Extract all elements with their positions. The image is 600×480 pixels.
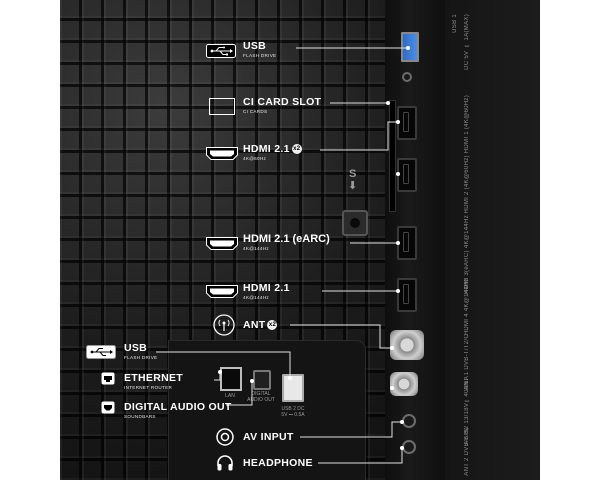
hdmi-earc-callout: HDMI 2.1 (eARC) 4K@144Hz bbox=[243, 233, 330, 251]
leader-usb-bottom bbox=[156, 351, 291, 378]
ethernet-title: ETHERNET bbox=[124, 372, 183, 384]
ant2-port bbox=[390, 372, 418, 396]
digital-audio-callout: DIGITAL AUDIO OUT SOUNDBARS bbox=[124, 401, 232, 419]
hdmi-icon bbox=[206, 285, 238, 298]
hdmi-earc-title: HDMI 2.1 (eARC) bbox=[243, 233, 330, 245]
usb-bottom-sub: FLASH DRIVE bbox=[124, 355, 158, 360]
usb2-port bbox=[282, 374, 304, 402]
leader-ant bbox=[290, 324, 392, 349]
digital-audio-title: DIGITAL AUDIO OUT bbox=[124, 401, 232, 413]
wall-mount-screw bbox=[342, 210, 368, 236]
av-input-icon bbox=[216, 428, 234, 446]
ant1-port bbox=[390, 330, 424, 360]
leader-hdmi-x2 bbox=[320, 121, 398, 151]
leader-headphone bbox=[318, 448, 403, 464]
usb-icon bbox=[206, 44, 236, 58]
hdmi-single-callout: HDMI 2.1 4K@144Hz bbox=[243, 282, 290, 300]
av-input-title: AV INPUT bbox=[243, 431, 294, 443]
ant-title: ANT bbox=[243, 319, 266, 331]
ethernet-sub: INTERNET ROUTER bbox=[124, 385, 173, 390]
usb1-port bbox=[401, 32, 419, 62]
usb-top-sub: FLASH DRIVE bbox=[243, 53, 277, 58]
hdmi-earc-sub: 4K@144Hz bbox=[243, 246, 269, 251]
optical-port bbox=[253, 370, 271, 390]
ethernet-callout: ETHERNET INTERNET ROUTER bbox=[124, 372, 183, 390]
hdmi-x2-sub: 4K@60Hz bbox=[243, 156, 267, 161]
usb-top-title: USB bbox=[243, 40, 267, 52]
lan-port bbox=[220, 367, 242, 391]
x2-badge: x2 bbox=[267, 320, 278, 330]
bottom-port-panel bbox=[168, 340, 366, 480]
ci-card-callout: CI CARD SLOT CI CARDS bbox=[243, 96, 321, 114]
leader-av-input bbox=[300, 421, 402, 438]
leader-ethernet bbox=[214, 372, 221, 381]
headphone-callout: HEADPHONE bbox=[243, 457, 313, 469]
hdmi-icon bbox=[206, 237, 238, 250]
lan-label: LAN bbox=[225, 393, 235, 399]
digital-audio-sub: SOUNDBARS bbox=[124, 414, 156, 419]
av-input-callout: AV INPUT bbox=[243, 431, 294, 443]
hdmi-x2-title: HDMI 2.1 bbox=[243, 143, 290, 155]
optical-icon bbox=[101, 401, 115, 414]
ci-card-title: CI CARD SLOT bbox=[243, 96, 322, 108]
ci-card-sub: CI CARDS bbox=[243, 109, 268, 114]
label-panel bbox=[445, 0, 540, 480]
ci-card-icon bbox=[209, 98, 235, 115]
usb-bottom-title: USB bbox=[124, 342, 148, 354]
hdmi-icon bbox=[206, 147, 238, 160]
antenna-icon bbox=[213, 314, 235, 336]
ci-card-slot bbox=[389, 100, 396, 212]
headphone-icon bbox=[217, 455, 233, 471]
digital-audio-out-label: DIGITAL AUDIO OUT bbox=[247, 391, 275, 403]
x2-badge: x2 bbox=[291, 144, 302, 154]
tv-rear-panel: USB 1 DC 5V ⎓ 1A(MAX) HDMI 2 (4K@60Hz) H… bbox=[60, 0, 540, 480]
ethernet-icon bbox=[101, 372, 115, 385]
screw-indicator: S⬇ bbox=[348, 168, 358, 192]
hdmi4-port bbox=[397, 278, 417, 312]
usb-top-callout: USB FLASH DRIVE bbox=[243, 40, 276, 58]
hdmi-single-sub: 4K@144Hz bbox=[243, 295, 269, 300]
pinhole bbox=[402, 72, 412, 82]
usb-icon bbox=[86, 345, 116, 359]
hdmi-single-title: HDMI 2.1 bbox=[243, 282, 290, 294]
headphone-title: HEADPHONE bbox=[243, 457, 313, 469]
leader-digital-audio bbox=[226, 381, 253, 406]
usb-bottom-callout: USB FLASH DRIVE bbox=[124, 342, 157, 360]
usb2-label: USB 2 DC 5V ⎓ 0.5A bbox=[281, 406, 305, 418]
